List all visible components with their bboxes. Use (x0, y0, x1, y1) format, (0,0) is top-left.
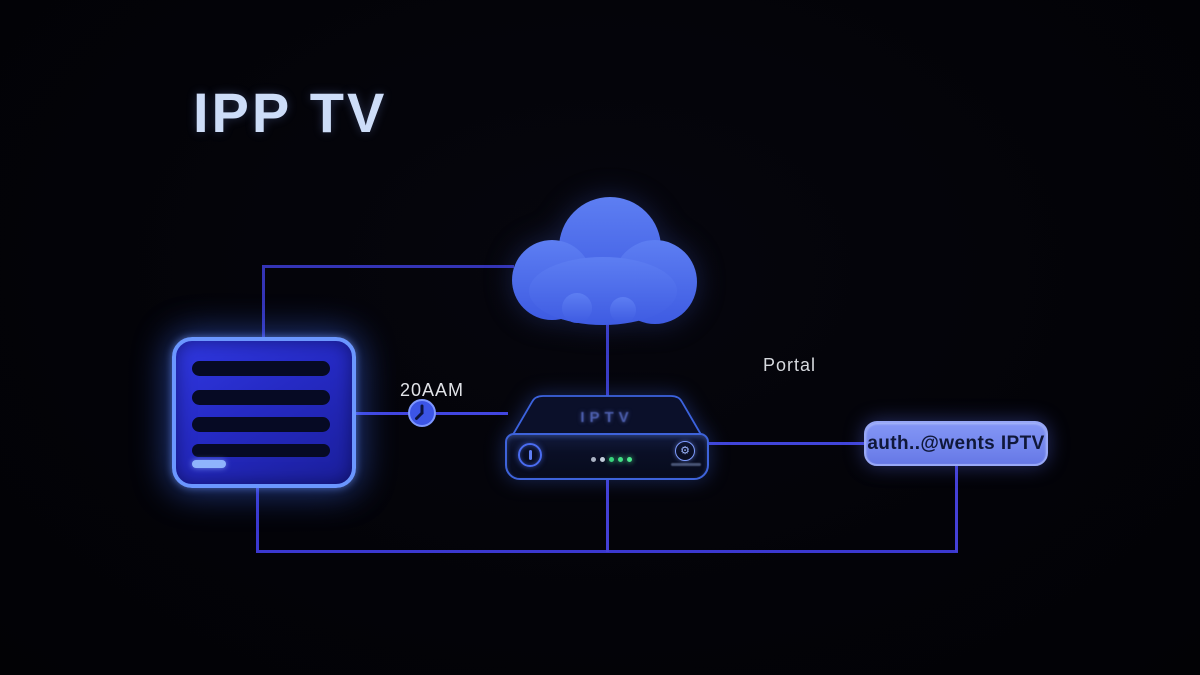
emblem-caption (671, 463, 701, 466)
server-panel (172, 337, 356, 488)
device-front-panel: ⚙ (505, 433, 709, 480)
led-indicator (591, 457, 596, 462)
server-row (192, 361, 330, 376)
device-top-face (509, 395, 705, 439)
power-glyph (528, 450, 532, 460)
gear-emblem-icon: ⚙ (675, 441, 695, 461)
server-row (192, 417, 330, 432)
server-row (192, 390, 330, 405)
led-indicator (600, 457, 605, 462)
connector-line-device-bottom (606, 476, 609, 552)
power-icon (518, 443, 542, 467)
connector-line-server-to-cloud-horizontal (262, 265, 514, 268)
auth-button[interactable]: auth..@wents IPTV (864, 421, 1048, 466)
device-brand-label: IPTV (580, 409, 634, 426)
cloud-icon (512, 197, 697, 325)
clock-label: 20AAM (399, 380, 465, 400)
portal-label: Portal (763, 355, 817, 375)
server-row (192, 444, 330, 457)
led-indicator (627, 457, 632, 462)
page-title: IPP TV (193, 81, 388, 144)
status-leds (591, 457, 632, 462)
led-indicator (609, 457, 614, 462)
connector-line-server-to-cloud-vertical (262, 265, 265, 341)
connector-line-auth-bottom (955, 464, 958, 552)
server-progress-chip (192, 460, 226, 468)
connector-line-device-to-auth (708, 442, 868, 445)
connector-line-server-bottom (256, 482, 259, 552)
connector-line-cloud-to-device (606, 318, 609, 398)
led-indicator (618, 457, 623, 462)
iptv-set-top-box: IPTV ⚙ (503, 393, 711, 481)
clock-icon (408, 399, 436, 427)
